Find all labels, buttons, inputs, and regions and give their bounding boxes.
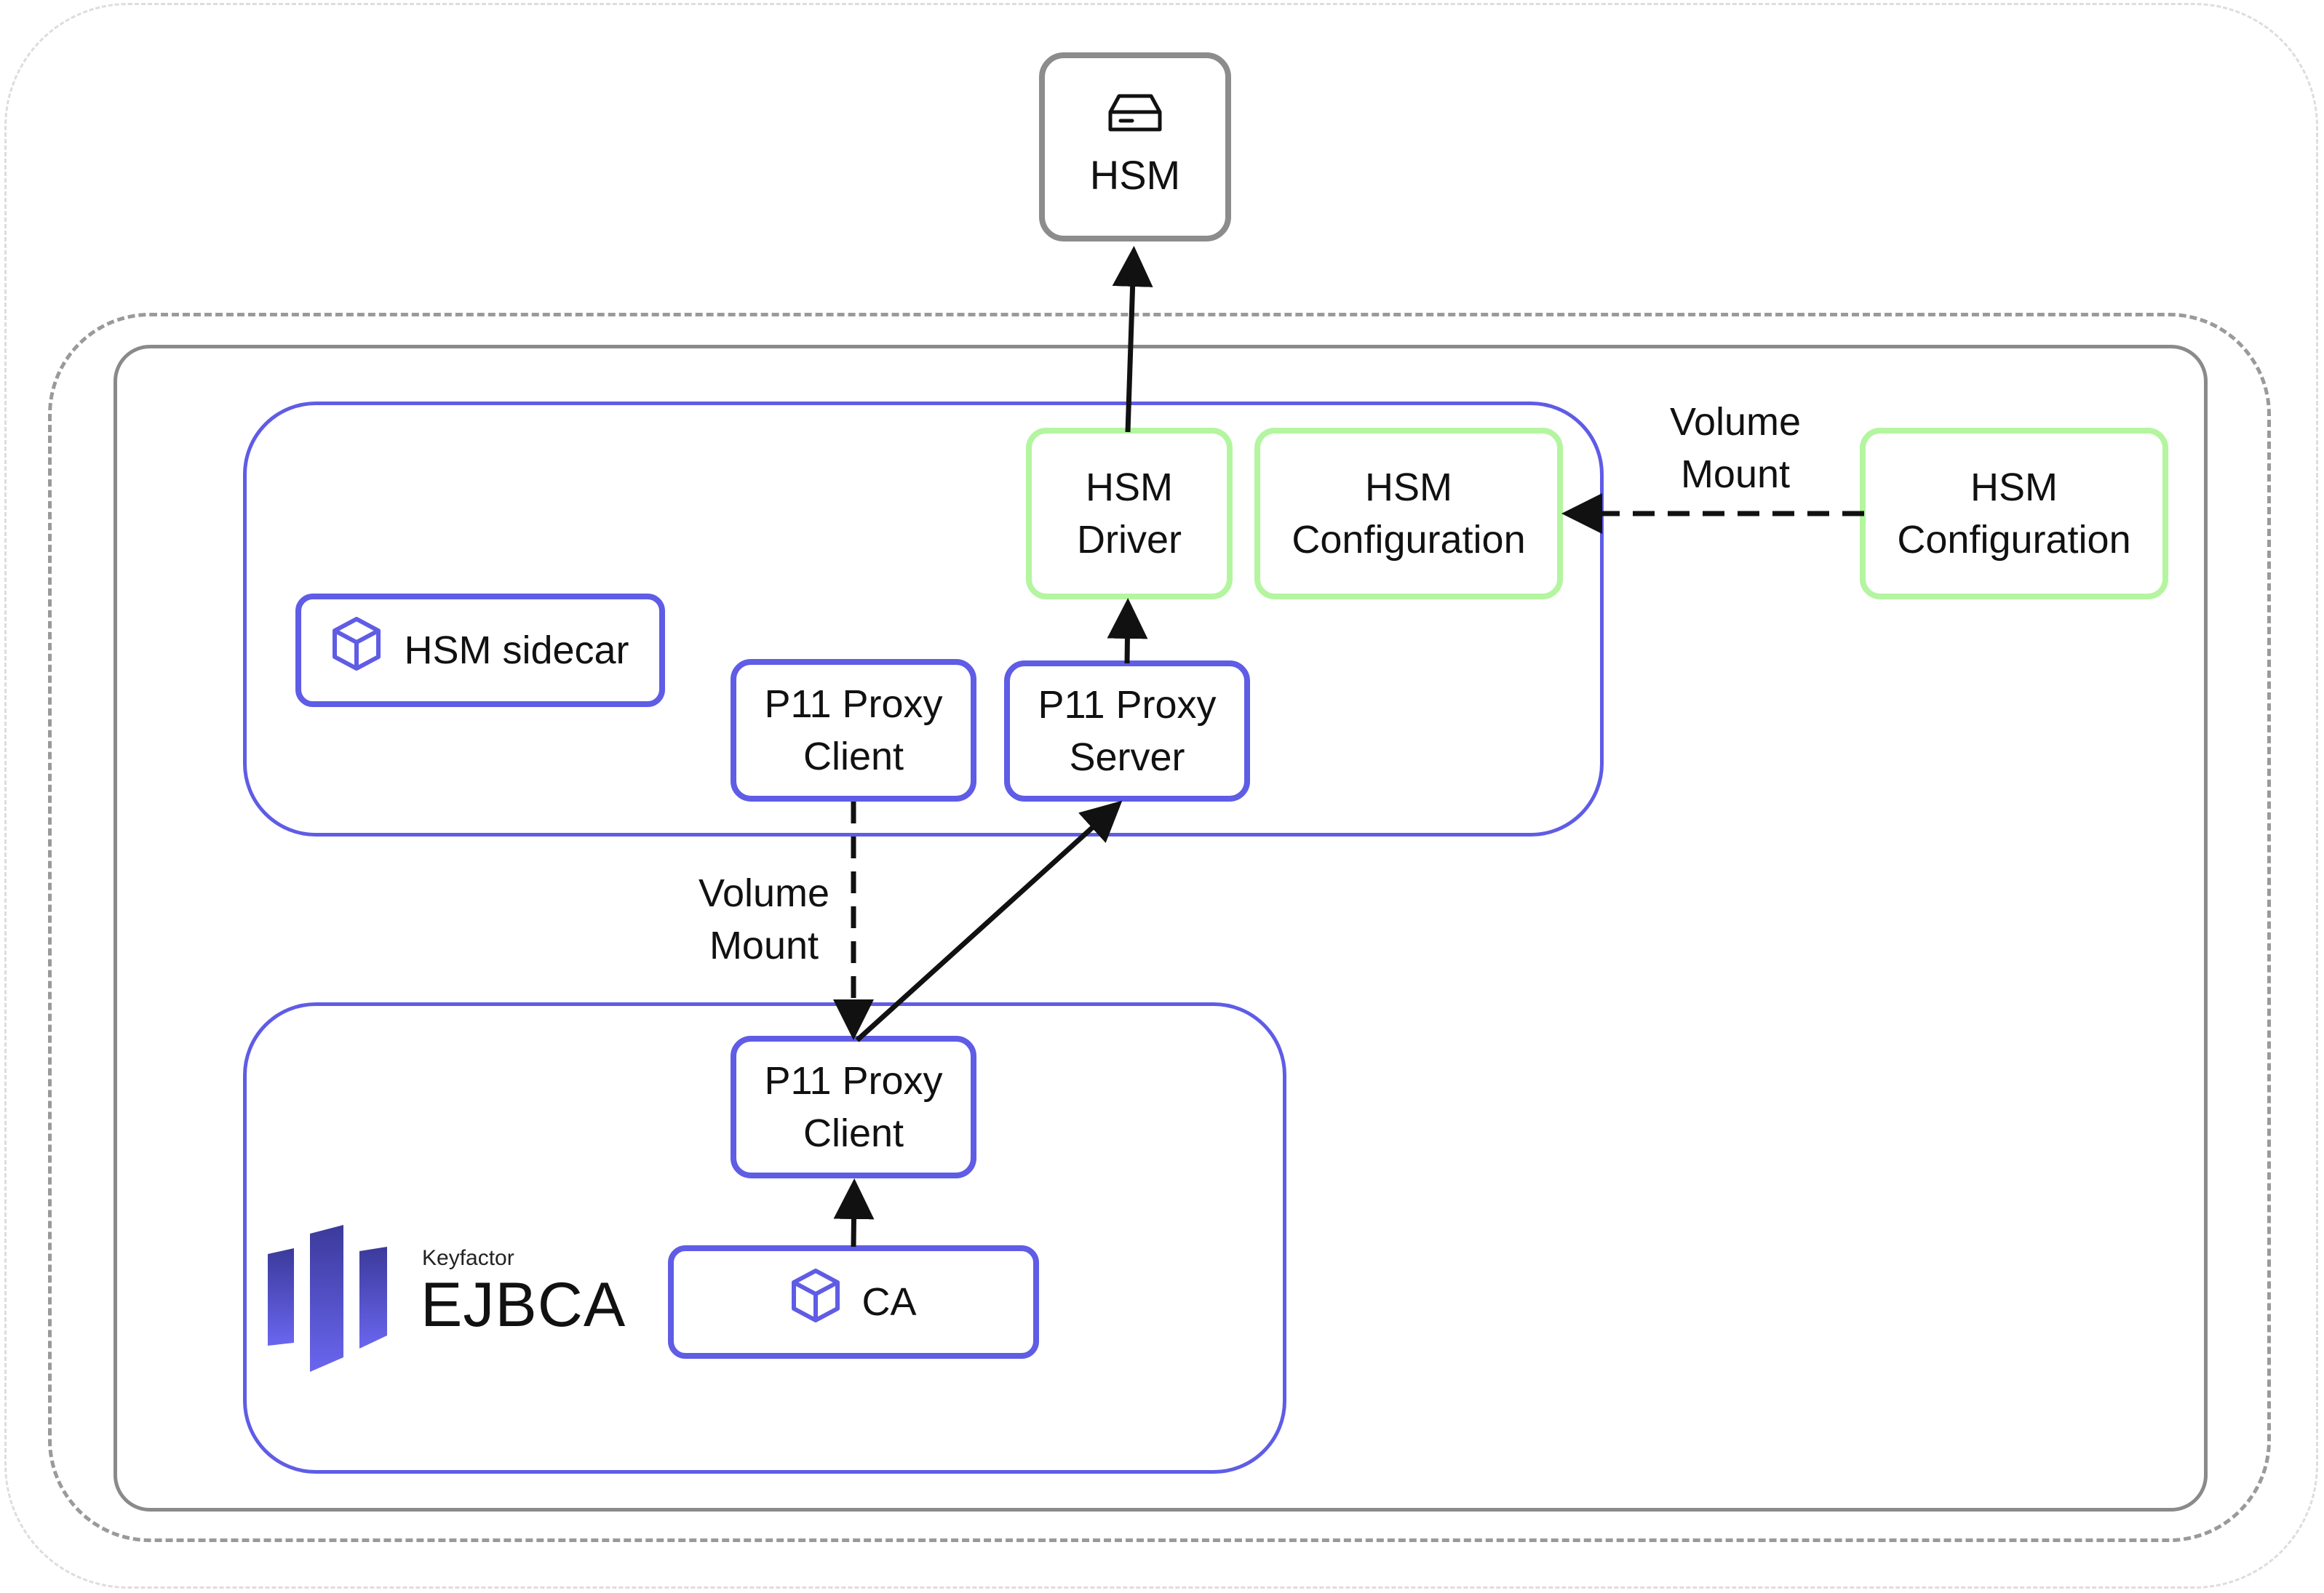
sidecar-pod [243,402,1604,837]
hsm-sidecar-label: HSM sidecar [404,628,629,672]
driver-to-hsm-arrow [1112,246,1153,433]
ejbca-logo-mark [268,1225,387,1372]
cube-icon [790,1268,841,1336]
external-hsm-configuration: HSM Configuration [1860,428,2168,599]
cluster-boundary [48,313,2271,1542]
logo-product: EJBCA [421,1270,626,1340]
ejbca-pod [243,1002,1286,1474]
logo-brand: Keyfactor [422,1246,514,1270]
outer-frame [4,3,2318,1589]
node-boundary [114,345,2208,1512]
hsm-label: HSM [1089,151,1181,198]
hsm-driver: HSM Driver [1026,428,1233,599]
hsm-node: HSM [1039,52,1231,241]
server-to-driver-arrow [1107,598,1148,664]
ca-label: CA [861,1280,917,1324]
client-server-bidirectional-arrow [855,800,1123,1042]
p11-proxy-server: P11 Proxy Server [1004,660,1250,802]
sidecar-hsm-configuration: HSM Configuration [1254,428,1563,599]
ejbca-logo: Keyfactor EJBCA [265,1222,625,1382]
volume-mount-label-top: Volume Mount [1669,400,1802,496]
hsm-sidecar-node: HSM sidecar [295,594,665,707]
hsm-device-icon [1107,89,1163,139]
ca-to-client-arrow [833,1178,875,1247]
ca-node: CA [668,1245,1039,1359]
volume-mount-label-mid: Volume Mount [698,871,830,967]
ejbca-p11-proxy-client: P11 Proxy Client [731,1036,976,1178]
cube-icon [331,616,382,684]
sidecar-p11-proxy-client: P11 Proxy Client [731,659,976,802]
